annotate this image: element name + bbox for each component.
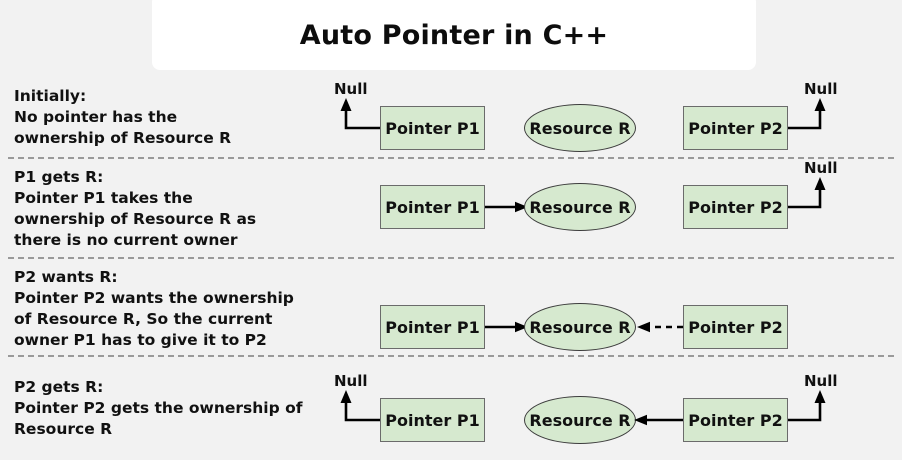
pointer-p1-box-initially: Pointer P1 [380,106,485,150]
pointer-p1-label: Pointer P1 [385,197,480,217]
pointer-p2-label: Pointer P2 [688,197,783,217]
title-card: Auto Pointer in C++ [152,0,756,70]
row-divider-3 [8,355,894,357]
step-caption-p2-gets-r: P2 gets R: Pointer P2 gets the ownership… [14,378,303,438]
pointer-p1-label: Pointer P1 [385,118,480,138]
row-divider-1 [8,157,894,159]
resource-r-label: Resource R [529,410,631,430]
pointer-p2-label: Pointer P2 [688,317,783,337]
pointer-p1-box-p2-gets-r: Pointer P1 [380,398,485,442]
resource-r-label: Resource R [529,197,631,217]
pointer-p2-box-initially: Pointer P2 [683,106,788,150]
step-caption-p1-gets-r: P1 gets R: Pointer P1 takes the ownershi… [14,168,257,249]
null-label-p1-initially: Null [334,80,368,98]
resource-r-label: Resource R [529,118,631,138]
page-title: Auto Pointer in C++ [299,19,609,51]
row-divider-2 [8,257,894,259]
resource-r-ellipse-p1-gets-r: Resource R [524,183,636,231]
connector-p2-to-null-p1-gets-r [786,175,856,225]
null-label-p2-initially: Null [804,80,838,98]
pointer-p1-box-p1-gets-r: Pointer P1 [380,185,485,229]
resource-r-label: Resource R [529,317,631,337]
pointer-p2-box-p2-wants-r: Pointer P2 [683,305,788,349]
pointer-p1-label: Pointer P1 [385,410,480,430]
pointer-p2-box-p1-gets-r: Pointer P2 [683,185,788,229]
pointer-p2-box-p2-gets-r: Pointer P2 [683,398,788,442]
null-label-p2-p1-gets-r: Null [804,159,838,177]
step-caption-p2-wants-r: P2 wants R: Pointer P2 wants the ownersh… [14,268,294,349]
connector-p2-to-null-initially [786,96,856,146]
null-label-p1-p2-gets-r: Null [334,372,368,390]
null-label-p2-p2-gets-r: Null [804,372,838,390]
step-caption-initially: Initially: No pointer has the ownership … [14,87,232,147]
pointer-p2-label: Pointer P2 [688,410,783,430]
resource-r-ellipse-initially: Resource R [524,104,636,152]
resource-r-ellipse-p2-gets-r: Resource R [524,396,636,444]
connector-p2-to-null-p2-gets-r [786,388,856,438]
pointer-p1-label: Pointer P1 [385,317,480,337]
pointer-p2-label: Pointer P2 [688,118,783,138]
pointer-p1-box-p2-wants-r: Pointer P1 [380,305,485,349]
resource-r-ellipse-p2-wants-r: Resource R [524,303,636,351]
